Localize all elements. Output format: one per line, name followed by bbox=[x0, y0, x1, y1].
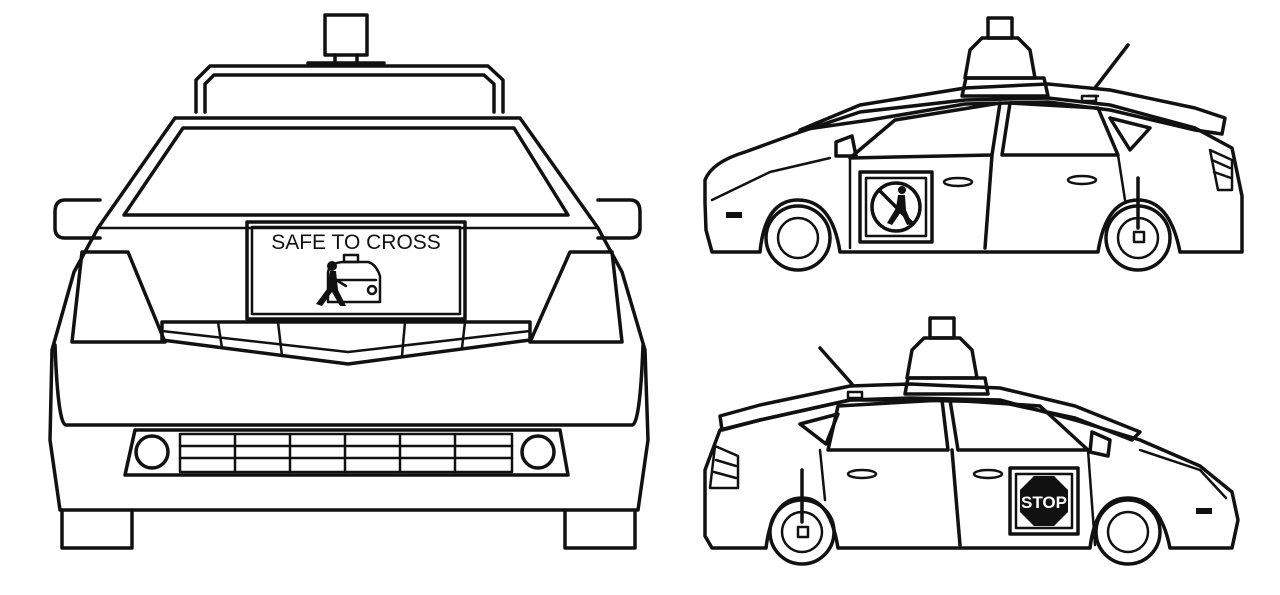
left-front-tire bbox=[60, 508, 134, 550]
rear-window-bottom bbox=[948, 398, 1090, 452]
pedestrian-crossing-icon bbox=[316, 253, 382, 306]
left-fog-light bbox=[134, 434, 170, 470]
right-fog-light bbox=[520, 434, 556, 470]
front-wheel-top bbox=[764, 204, 832, 272]
front-window-top bbox=[848, 101, 1002, 160]
roof-sensor-bottom bbox=[928, 316, 956, 340]
no-pedestrian-crossing-icon bbox=[870, 181, 922, 233]
left-headlight bbox=[70, 250, 167, 344]
stop-sign-icon: STOP bbox=[1020, 476, 1068, 526]
door-sign-top bbox=[858, 170, 934, 244]
upper-grille bbox=[160, 320, 532, 366]
front-view-car: SAFE TO CROSS bbox=[48, 13, 650, 550]
right-mirror bbox=[596, 198, 642, 240]
front-wheel-bottom bbox=[1094, 498, 1162, 566]
door-sign-bottom bbox=[1008, 466, 1080, 536]
display-text: SAFE TO CROSS bbox=[271, 231, 441, 254]
right-front-tire bbox=[563, 508, 637, 550]
roof-rack bbox=[194, 64, 505, 114]
lower-grille bbox=[123, 428, 570, 477]
car-body-side-top bbox=[703, 96, 1244, 254]
leader-line-top bbox=[1093, 43, 1130, 90]
roof-sensor-front bbox=[323, 13, 369, 57]
front-bumper bbox=[53, 343, 645, 427]
right-headlight bbox=[528, 250, 624, 344]
roof-sensor-top bbox=[986, 16, 1014, 40]
leader-line-bottom bbox=[818, 346, 854, 386]
stop-text: STOP bbox=[1021, 493, 1067, 512]
side-view-car-bottom: STOP bbox=[703, 316, 1240, 566]
rear-window-top bbox=[1000, 101, 1120, 157]
side-view-car-top bbox=[703, 16, 1244, 272]
front-window-bottom bbox=[826, 398, 950, 452]
windshield bbox=[122, 126, 570, 217]
roof-rack-top bbox=[798, 82, 1227, 136]
front-display-panel bbox=[245, 220, 467, 321]
left-mirror bbox=[53, 198, 102, 240]
